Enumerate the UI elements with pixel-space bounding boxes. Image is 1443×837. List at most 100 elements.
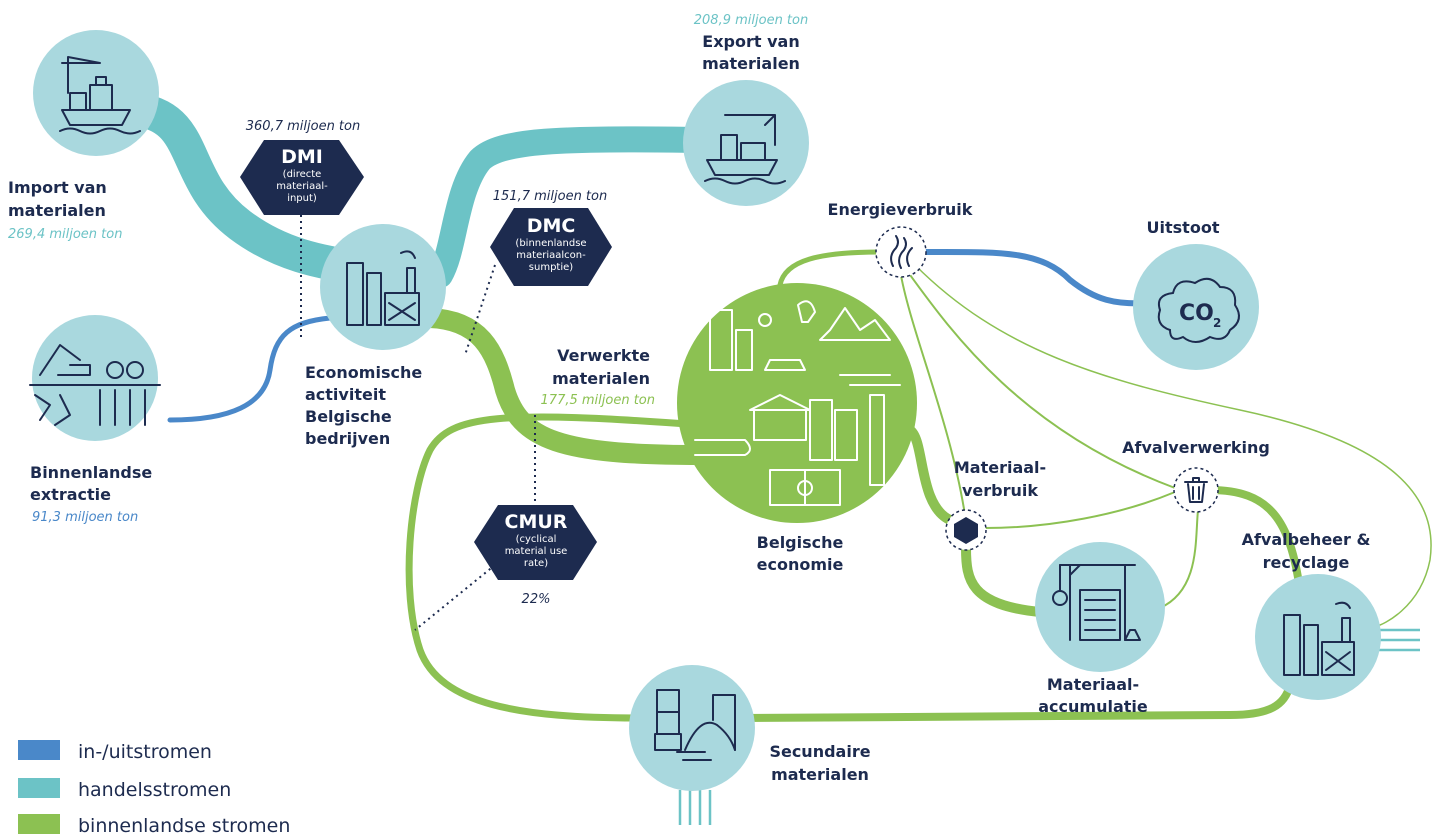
legend-label-domestic: binnenlandse stromen (78, 815, 290, 837)
flow-processed-materials (420, 308, 710, 465)
node-extraction (29, 315, 161, 441)
legend-swatch-trade (18, 778, 60, 798)
flow-recycling-outflow (1375, 628, 1420, 652)
node-accumulation (1035, 542, 1165, 672)
flow-extraction-to-economic (167, 315, 333, 423)
legend-label-trade: handelsstromen (78, 779, 231, 801)
flame-icon (890, 235, 913, 269)
indicator-lines (300, 215, 536, 631)
node-energy (875, 226, 927, 278)
flows (123, 93, 1432, 825)
flow-energy-to-emission (922, 248, 1153, 307)
flow-energy-to-waste (904, 267, 1176, 489)
dmi-title: DMI (281, 146, 323, 168)
flow-consumption-to-waste (984, 491, 1176, 529)
co2-cloud-icon: CO 2 (1157, 277, 1240, 343)
box-icon (954, 517, 978, 544)
flow-import-to-economic (123, 93, 377, 285)
processed-label-1: Verwerkte (557, 346, 650, 365)
export-label-1: Export van (702, 32, 799, 51)
node-consumption (945, 509, 987, 551)
consumption-label-1: Materiaal- (954, 458, 1046, 477)
flow-recycling-to-secondary (736, 681, 1294, 722)
economic-label-4: bedrijven (305, 429, 390, 448)
trash-bin-icon (1184, 477, 1208, 503)
legend-swatch-inout (18, 740, 60, 760)
economic-label-1: Economische (305, 363, 422, 382)
extraction-value: 91,3 miljoen ton (32, 510, 138, 525)
flow-economic-to-export (427, 126, 713, 288)
cmur-sub-3: rate) (524, 558, 548, 569)
recycling-label-2: recyclage (1263, 553, 1350, 572)
economy-label-2: economie (757, 555, 844, 574)
node-import (33, 30, 159, 156)
indicator-dmi: 360,7 miljoen ton DMI (directe materiaal… (240, 119, 364, 215)
dmc-sub-1: (binnenlandse (515, 238, 586, 249)
flow-secondary-inflow (678, 790, 712, 825)
export-label-2: materialen (702, 54, 800, 73)
flow-consumption-to-accumulation (961, 543, 1045, 617)
legend-swatch-domestic (18, 814, 60, 834)
flow-economy-to-energy (777, 249, 883, 288)
dmi-sub-1: (directe (283, 169, 322, 180)
legend: in-/uitstromen handelsstromen binnenland… (18, 740, 290, 837)
processed-value: 177,5 miljoen ton (541, 393, 655, 408)
import-label-2: materialen (8, 201, 106, 220)
economy-label-1: Belgische (757, 533, 844, 552)
flow-economy-to-consumption (905, 425, 955, 525)
cargo-ship-icon (704, 114, 786, 185)
secondary-label-1: Secundaire (769, 742, 870, 761)
node-recycling (1255, 574, 1381, 700)
flow-energy-to-consumption (899, 269, 966, 516)
import-label-1: Import van (8, 178, 107, 197)
cargo-ship-crane-icon (59, 56, 141, 135)
accumulation-label-2: accumulatie (1038, 697, 1148, 716)
flow-waste-to-recycling (1206, 486, 1304, 594)
city-icon (694, 300, 901, 506)
legend-label-inout: in-/uitstromen (78, 741, 212, 763)
dmi-sub-2: materiaal- (276, 181, 328, 192)
factory-icon (346, 250, 420, 326)
excavator-field-icon (29, 344, 161, 426)
waste-label: Afvalverwerking (1122, 438, 1270, 457)
node-secondary (629, 665, 755, 791)
svg-text:CO: CO (1179, 301, 1214, 326)
export-value: 208,9 miljoen ton (694, 13, 808, 28)
node-economy (677, 283, 917, 523)
boxes-sand-icon (654, 689, 736, 761)
accumulation-label-1: Materiaal- (1047, 675, 1139, 694)
flow-energy-to-recycling (914, 264, 1432, 626)
construction-crane-icon (1052, 564, 1141, 641)
cmur-title: CMUR (505, 511, 568, 533)
indicator-dmc: 151,7 miljoen ton DMC (binnenlandse mate… (490, 189, 612, 286)
svg-text:2: 2 (1213, 316, 1221, 330)
extraction-label-1: Binnenlandse (30, 463, 152, 482)
node-economic (320, 224, 446, 350)
dmi-sub-3: input) (287, 193, 317, 204)
dmi-value: 360,7 miljoen ton (246, 119, 360, 134)
dmc-title: DMC (527, 215, 576, 237)
flow-secondary-loop (405, 413, 704, 722)
dmc-sub-2: materiaalcon- (516, 250, 586, 261)
energy-label: Energieverbruik (828, 200, 973, 219)
node-waste (1173, 467, 1219, 513)
node-emission: CO 2 (1133, 244, 1259, 370)
node-export (683, 80, 809, 206)
dmc-value: 151,7 miljoen ton (493, 189, 607, 204)
cmur-sub-2: material use (505, 546, 568, 557)
secondary-label-2: materialen (771, 765, 869, 784)
processed-label-2: materialen (552, 369, 650, 388)
indicator-cmur: CMUR (cyclical material use rate) 22% (474, 505, 597, 607)
economic-label-3: Belgische (305, 407, 392, 426)
economic-label-2: activiteit (305, 385, 386, 404)
flow-accumulation-to-waste (1159, 509, 1199, 609)
import-value: 269,4 miljoen ton (8, 227, 122, 242)
cmur-value: 22% (522, 592, 551, 607)
recycling-plant-icon (1283, 601, 1355, 676)
extraction-label-2: extractie (30, 485, 111, 504)
recycling-label-1: Afvalbeheer & (1242, 530, 1371, 549)
dmc-sub-3: sumptie) (529, 262, 573, 273)
consumption-label-2: verbruik (962, 481, 1038, 500)
cmur-sub-1: (cyclical (516, 534, 557, 545)
